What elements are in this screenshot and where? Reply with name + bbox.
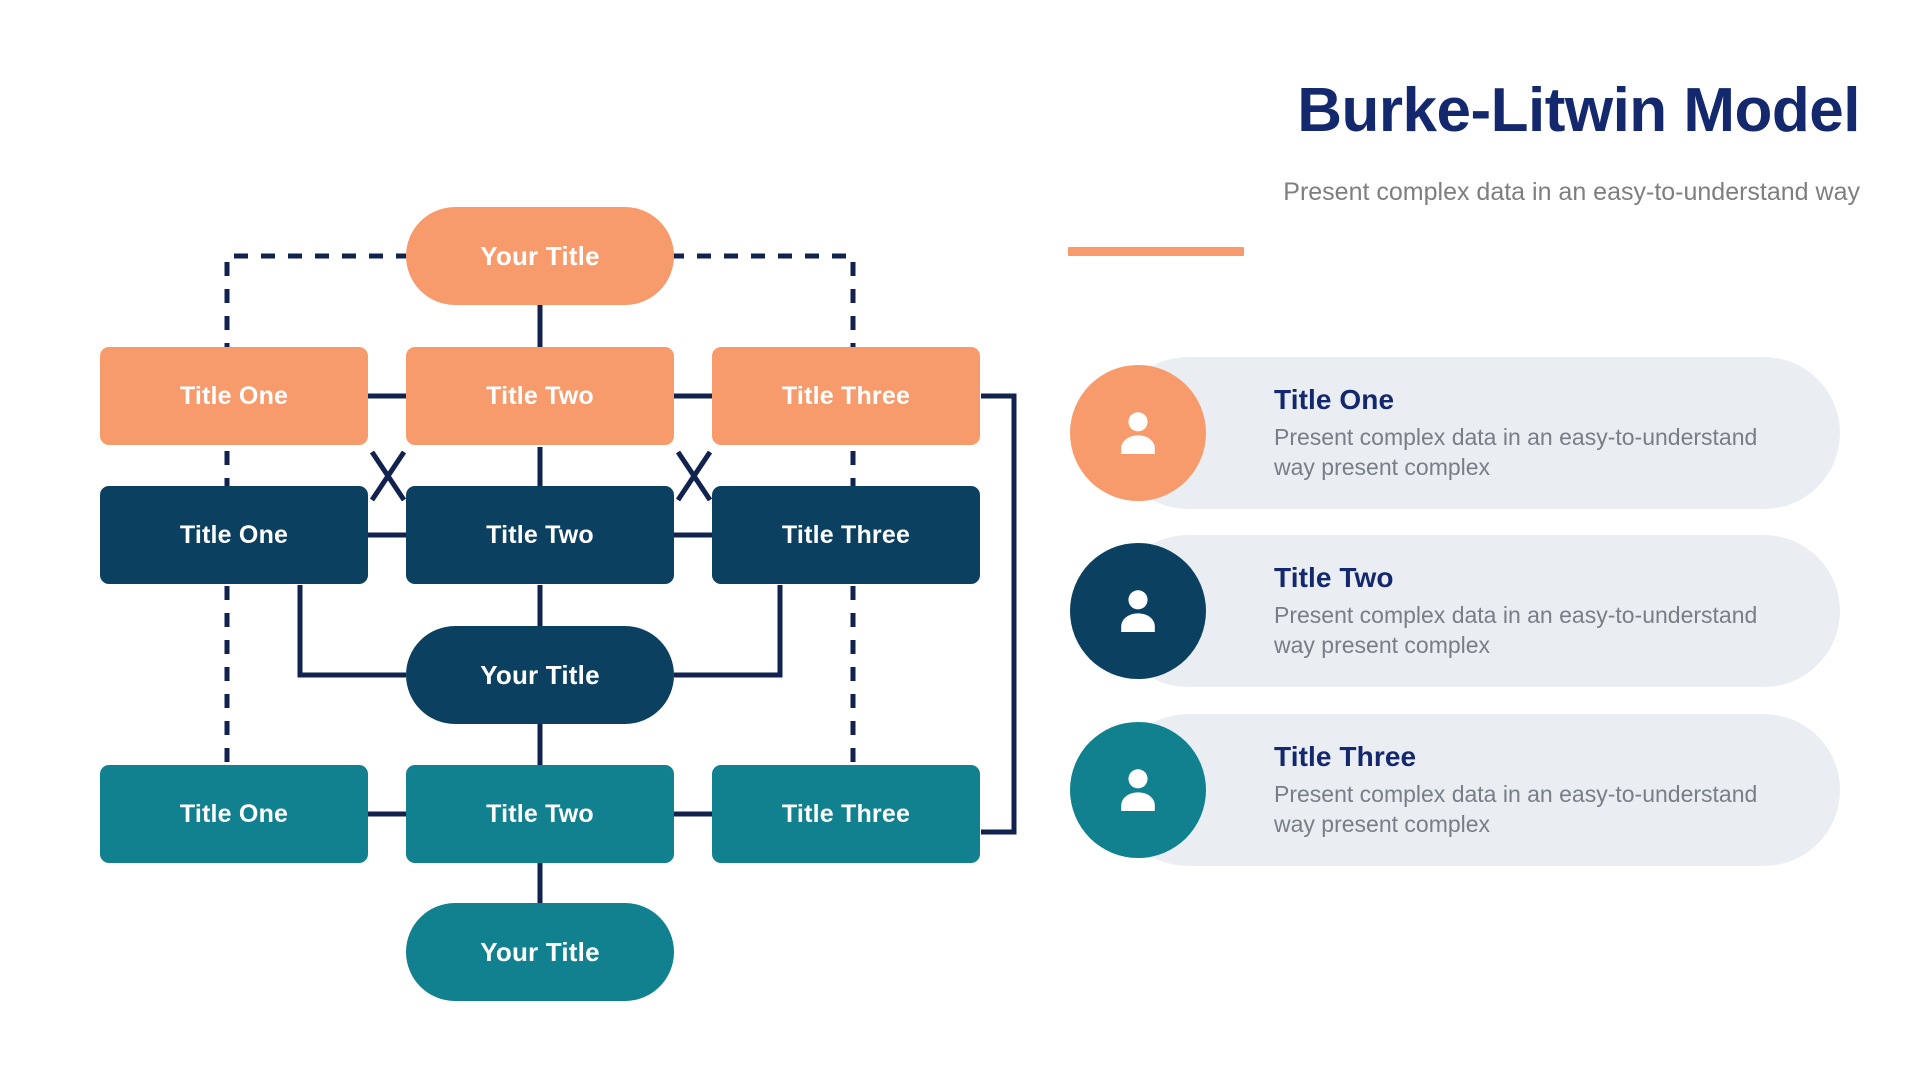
node-label: Title One [179, 520, 289, 549]
card-text-block: Title Two Present complex data in an eas… [1274, 562, 1804, 661]
node-navy-title-three[interactable]: Title Three [712, 486, 980, 584]
node-label: Title Three [781, 799, 911, 828]
connector-lines [224, 253, 1017, 903]
card-title: Title One [1274, 383, 1395, 415]
node-label: Your Title [480, 936, 600, 967]
card-title: Title Three [1274, 740, 1417, 772]
node-navy-title-one[interactable]: Title One [100, 486, 368, 584]
node-label: Title Two [486, 381, 594, 410]
node-orange-title-three[interactable]: Title Three [712, 347, 980, 445]
node-bottom-your-title[interactable]: Your Title [406, 903, 674, 1001]
node-label: Title Three [781, 381, 911, 410]
node-teal-title-two[interactable]: Title Two [406, 765, 674, 863]
burke-litwin-diagram: Your Title Title One Title Two Title Thr… [100, 207, 1017, 1001]
node-label: Title Three [781, 520, 911, 549]
info-panel: Burke-Litwin Model Present complex data … [1060, 0, 1920, 1080]
node-teal-title-one[interactable]: Title One [100, 765, 368, 863]
info-card-title-two[interactable]: Title Two Present complex data in an eas… [1070, 535, 1840, 687]
accent-bar [1068, 247, 1244, 256]
card-body: Present complex data in an easy-to-under… [1274, 780, 1758, 837]
page-subtitle: Present complex data in an easy-to-under… [1283, 178, 1860, 206]
node-orange-title-one[interactable]: Title One [100, 347, 368, 445]
card-text-block: Title Three Present complex data in an e… [1274, 741, 1804, 840]
node-label: Title One [179, 799, 289, 828]
card-title: Title Two [1274, 561, 1394, 593]
page-title: Burke-Litwin Model [1297, 76, 1860, 145]
node-middle-your-title[interactable]: Your Title [406, 626, 674, 724]
card-body: Present complex data in an easy-to-under… [1274, 601, 1758, 658]
node-top-your-title[interactable]: Your Title [406, 207, 674, 305]
node-label: Title Two [486, 799, 594, 828]
person-icon [1070, 365, 1206, 501]
node-label: Title One [179, 381, 289, 410]
node-label: Your Title [480, 240, 600, 271]
node-orange-title-two[interactable]: Title Two [406, 347, 674, 445]
card-text-block: Title One Present complex data in an eas… [1274, 384, 1804, 483]
person-icon [1070, 722, 1206, 858]
info-card-title-three[interactable]: Title Three Present complex data in an e… [1070, 714, 1840, 866]
node-label: Title Two [486, 520, 594, 549]
person-icon [1070, 543, 1206, 679]
node-label: Your Title [480, 659, 600, 690]
node-teal-title-three[interactable]: Title Three [712, 765, 980, 863]
info-card-title-one[interactable]: Title One Present complex data in an eas… [1070, 357, 1840, 509]
node-navy-title-two[interactable]: Title Two [406, 486, 674, 584]
card-body: Present complex data in an easy-to-under… [1274, 423, 1758, 480]
